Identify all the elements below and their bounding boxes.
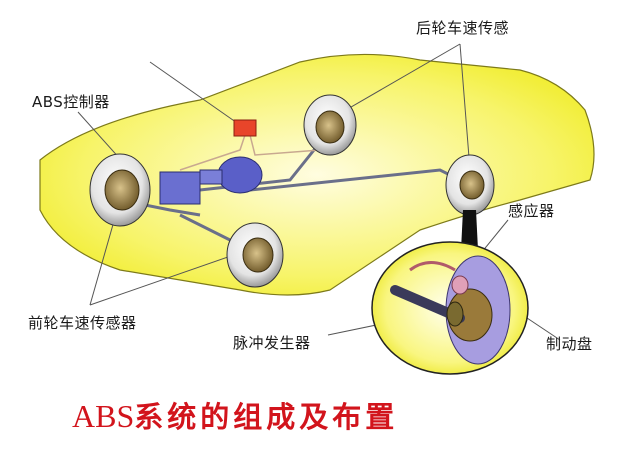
title-suffix: 系统的组成及布置 bbox=[134, 400, 399, 434]
label-rear-wheel-sensor: 后轮车速传感 bbox=[416, 19, 510, 37]
title-prefix: ABS bbox=[72, 398, 135, 434]
label-front-wheel-sensor: 前轮车速传感器 bbox=[28, 314, 137, 332]
label-sensor: 感应器 bbox=[508, 202, 555, 220]
label-pulse-generator: 脉冲发生器 bbox=[233, 334, 311, 352]
rear-right-wheel bbox=[445, 154, 495, 216]
rear-left-wheel bbox=[303, 94, 357, 156]
brake-booster bbox=[217, 156, 263, 194]
label-brake-disc: 制动盘 bbox=[546, 335, 593, 353]
hydraulic-unit bbox=[159, 171, 201, 205]
front-right-wheel bbox=[226, 222, 284, 288]
abs-controller-unit bbox=[233, 119, 257, 137]
front-left-wheel bbox=[89, 153, 151, 227]
diagram-title: ABS系统的组成及布置 bbox=[72, 394, 398, 436]
label-abs-controller: ABS控制器 bbox=[32, 93, 110, 111]
car-body bbox=[39, 53, 595, 296]
sensor-detail-callout bbox=[371, 241, 529, 375]
